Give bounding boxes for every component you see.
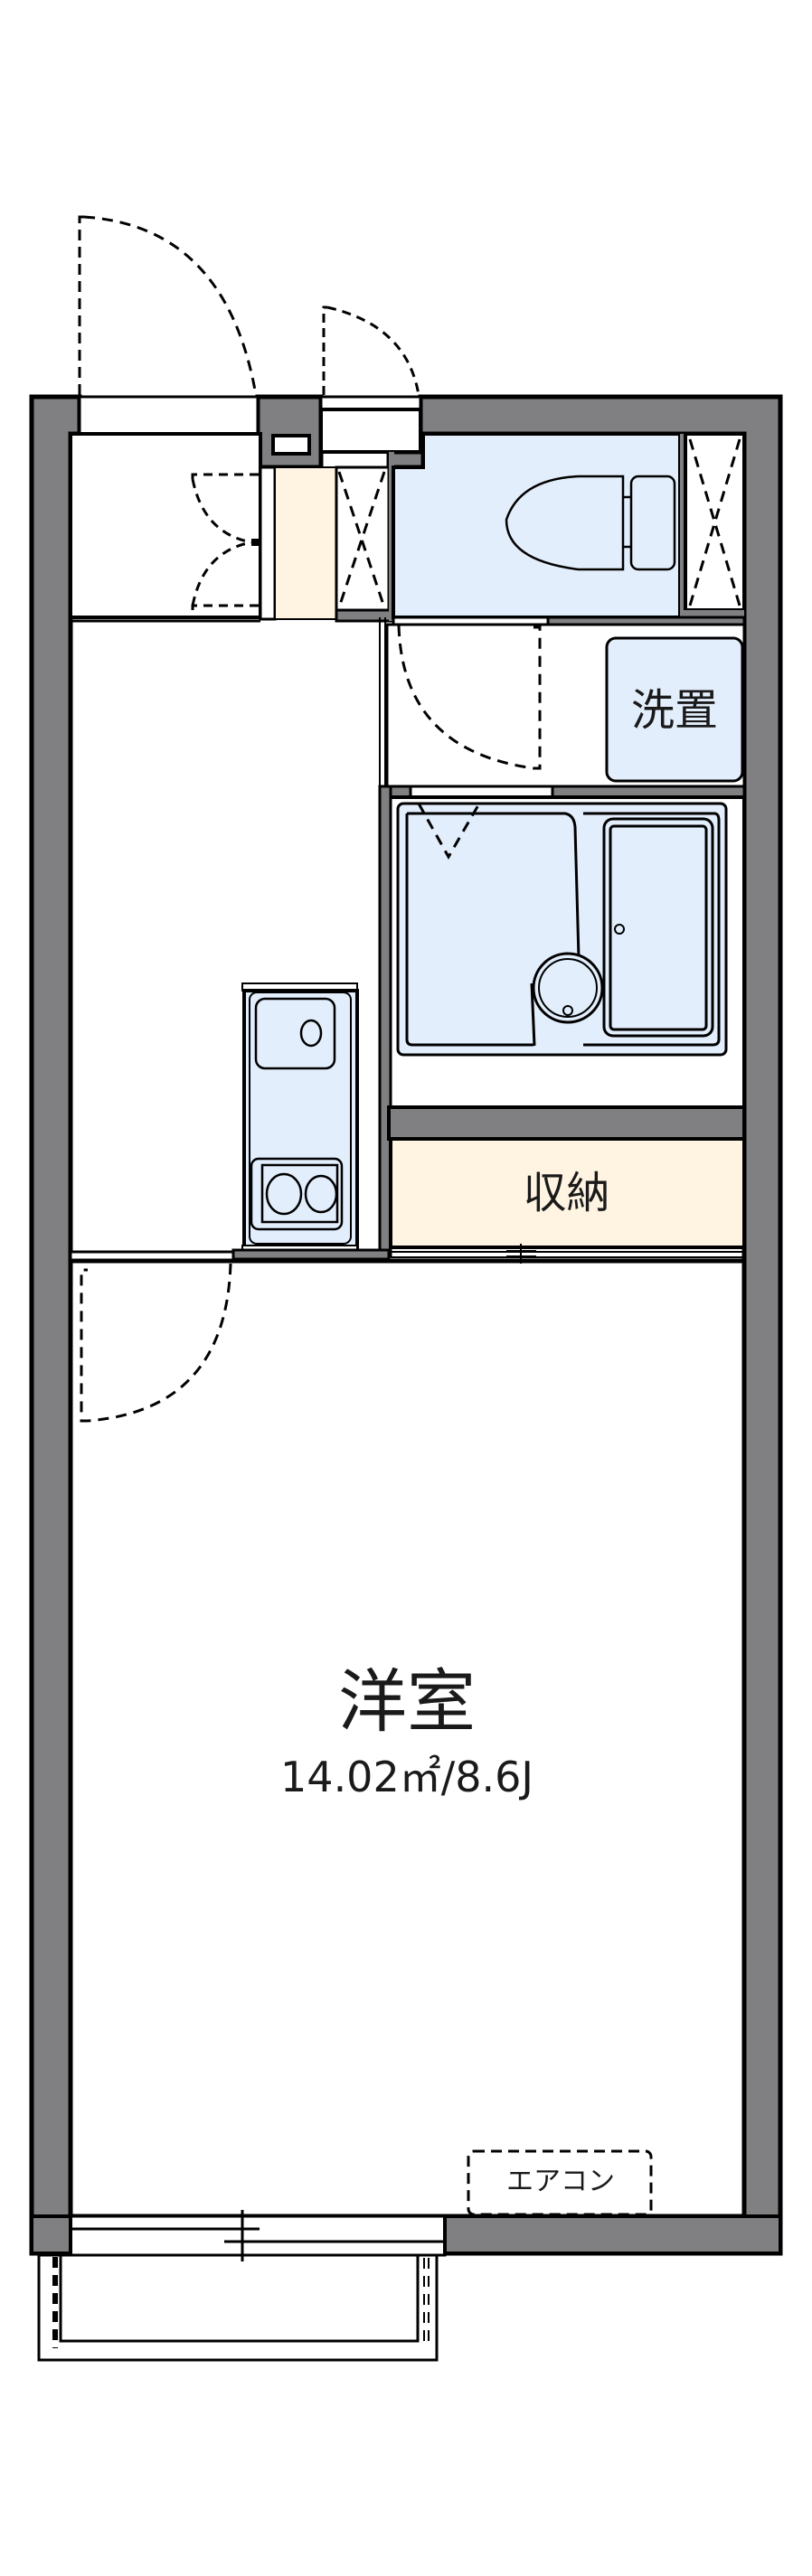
- kitchen-counter: [241, 982, 359, 1252]
- washer-space-label: 洗置: [630, 685, 718, 736]
- entrance-door[interactable]: [78, 215, 260, 436]
- storage-label: 収納: [523, 1168, 610, 1218]
- air-conditioner-label: エアコン: [506, 2166, 615, 2197]
- toilet-room: [392, 432, 685, 619]
- shoe-closet-frame: [259, 465, 277, 621]
- genkan-area: [69, 432, 262, 619]
- washer-space: [605, 636, 744, 783]
- balcony: [37, 2253, 439, 2362]
- toilet-icon: [505, 475, 676, 571]
- sink-icon: [254, 997, 336, 1070]
- meter-box-door[interactable]: [319, 306, 422, 454]
- bathtub: [583, 812, 721, 1047]
- closet-right: [680, 432, 746, 621]
- shoe-closet: [274, 466, 337, 620]
- small-box: [271, 434, 311, 456]
- room-door[interactable]: [80, 1263, 232, 1423]
- bathroom-door[interactable]: [417, 803, 481, 860]
- western-room-area: 14.02㎡/8.6J: [280, 1753, 533, 1801]
- stove-icon: [250, 1157, 344, 1231]
- storage: [389, 1137, 746, 1264]
- toilet-door[interactable]: [397, 625, 542, 770]
- bathroom: [378, 785, 746, 1258]
- closet-left: [335, 452, 394, 623]
- shoe-closet-doors[interactable]: [191, 473, 259, 610]
- western-room-label: 洋室: [338, 1661, 476, 1742]
- balcony-window[interactable]: [69, 2210, 447, 2261]
